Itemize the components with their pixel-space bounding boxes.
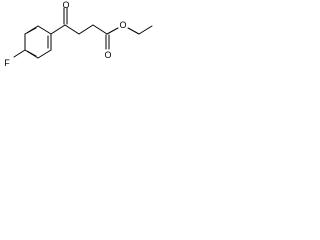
- chain-bond-1: [64, 24, 80, 35]
- ring-bond-3: [37, 49, 52, 59]
- benzene-ring: [24, 25, 52, 59]
- c-f-bond: [13, 49, 26, 58]
- ring-double-bond-inner-3: [26, 27, 37, 34]
- chain-bond-3: [92, 24, 108, 35]
- molecule-structure: F O O O: [4, 0, 153, 68]
- ring-to-carbonyl-bond: [50, 24, 66, 35]
- chain-bond-2: [78, 24, 94, 35]
- ethyl-bond: [138, 25, 153, 35]
- ester-single-bond: [106, 27, 119, 35]
- o-ethyl-bond: [127, 27, 140, 35]
- ring-bond-1: [37, 25, 52, 35]
- fluorine-atom-label: F: [4, 58, 10, 68]
- ring-double-bond-inner-2: [26, 50, 37, 57]
- ester-carbonyl-oxygen-label: O: [104, 50, 111, 60]
- ketone-oxygen-label: O: [62, 0, 69, 10]
- ester-ether-oxygen-label: O: [119, 20, 126, 30]
